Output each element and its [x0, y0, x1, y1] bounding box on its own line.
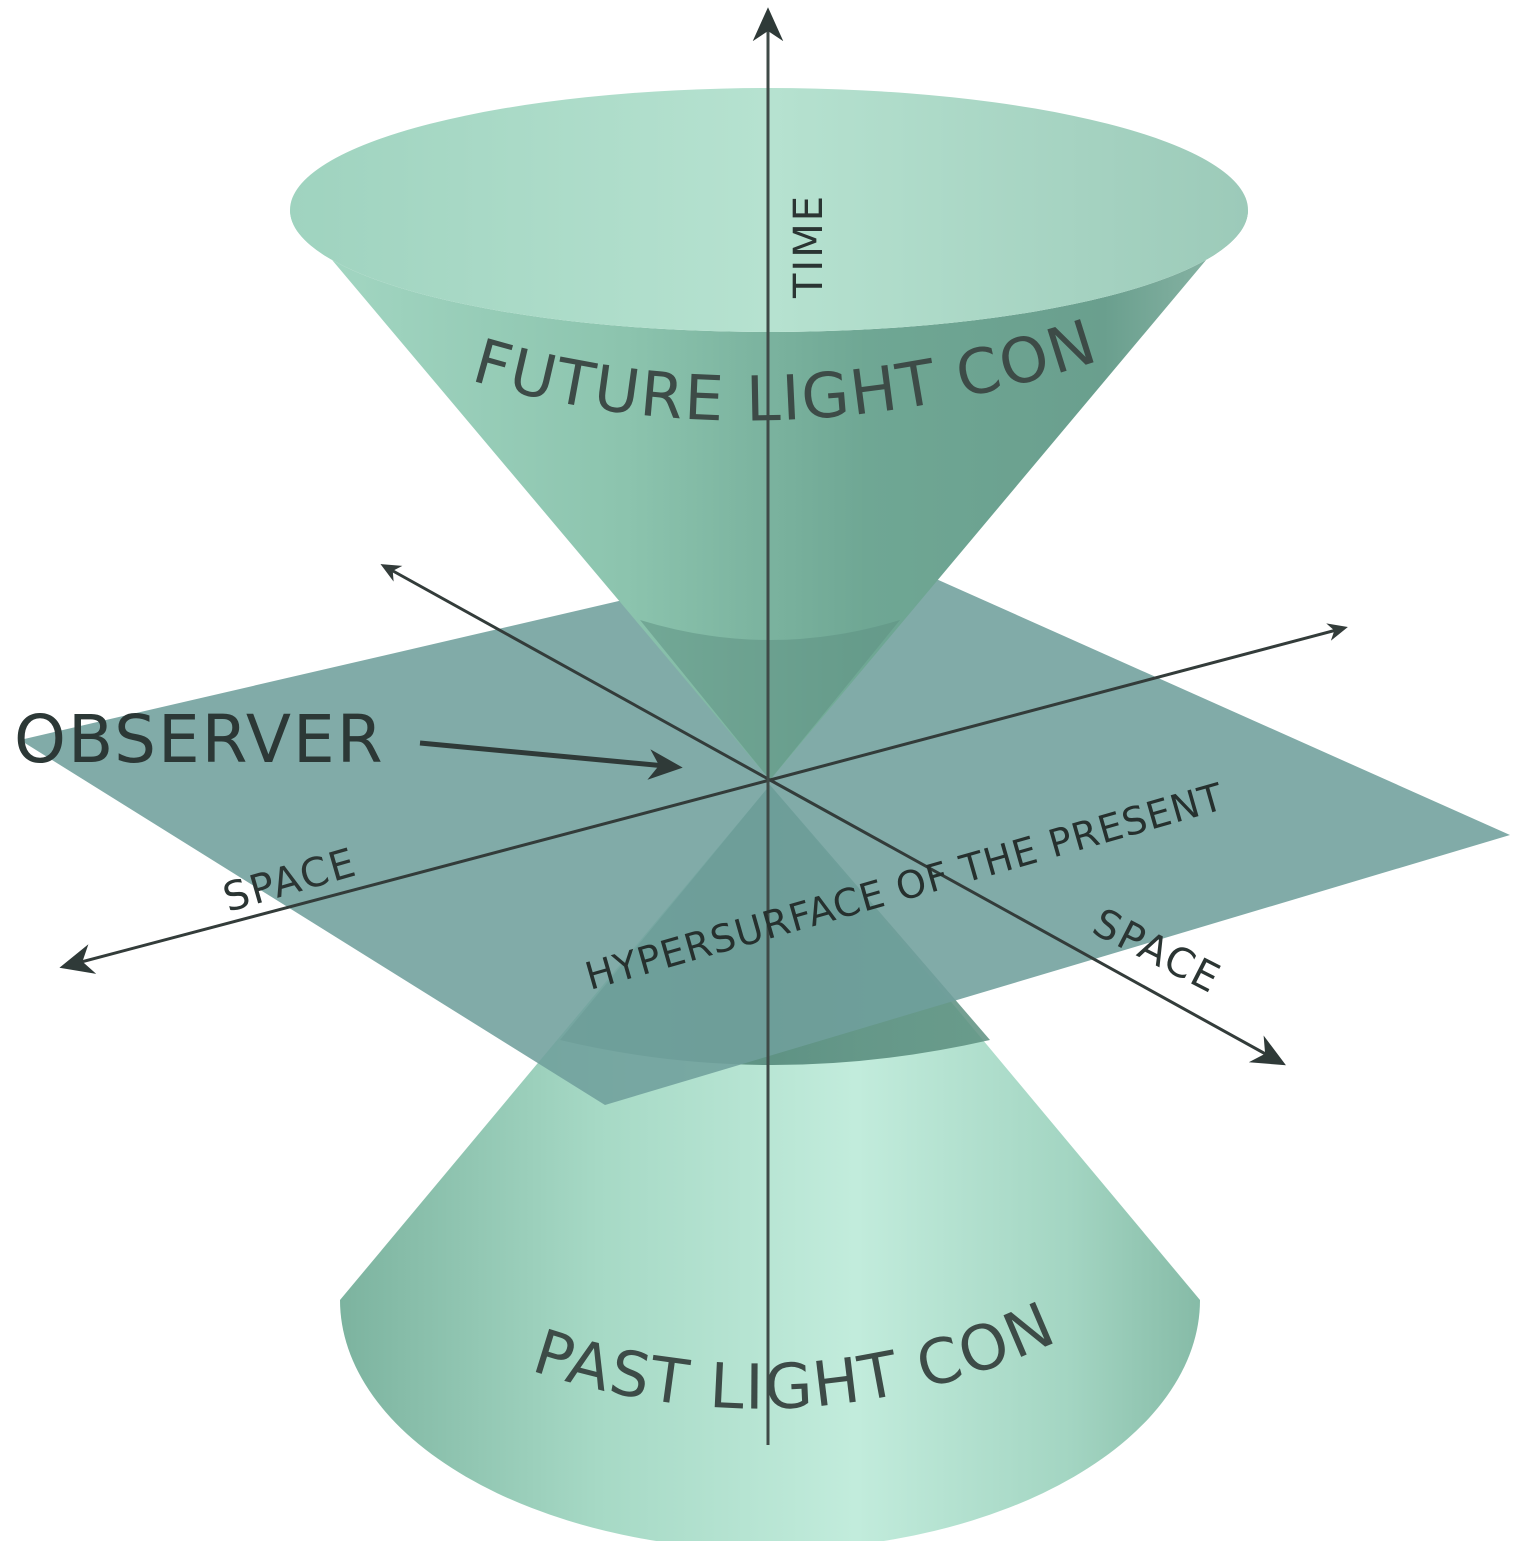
time-label: TIME: [786, 194, 832, 299]
observer-label: OBSERVER: [14, 701, 385, 778]
